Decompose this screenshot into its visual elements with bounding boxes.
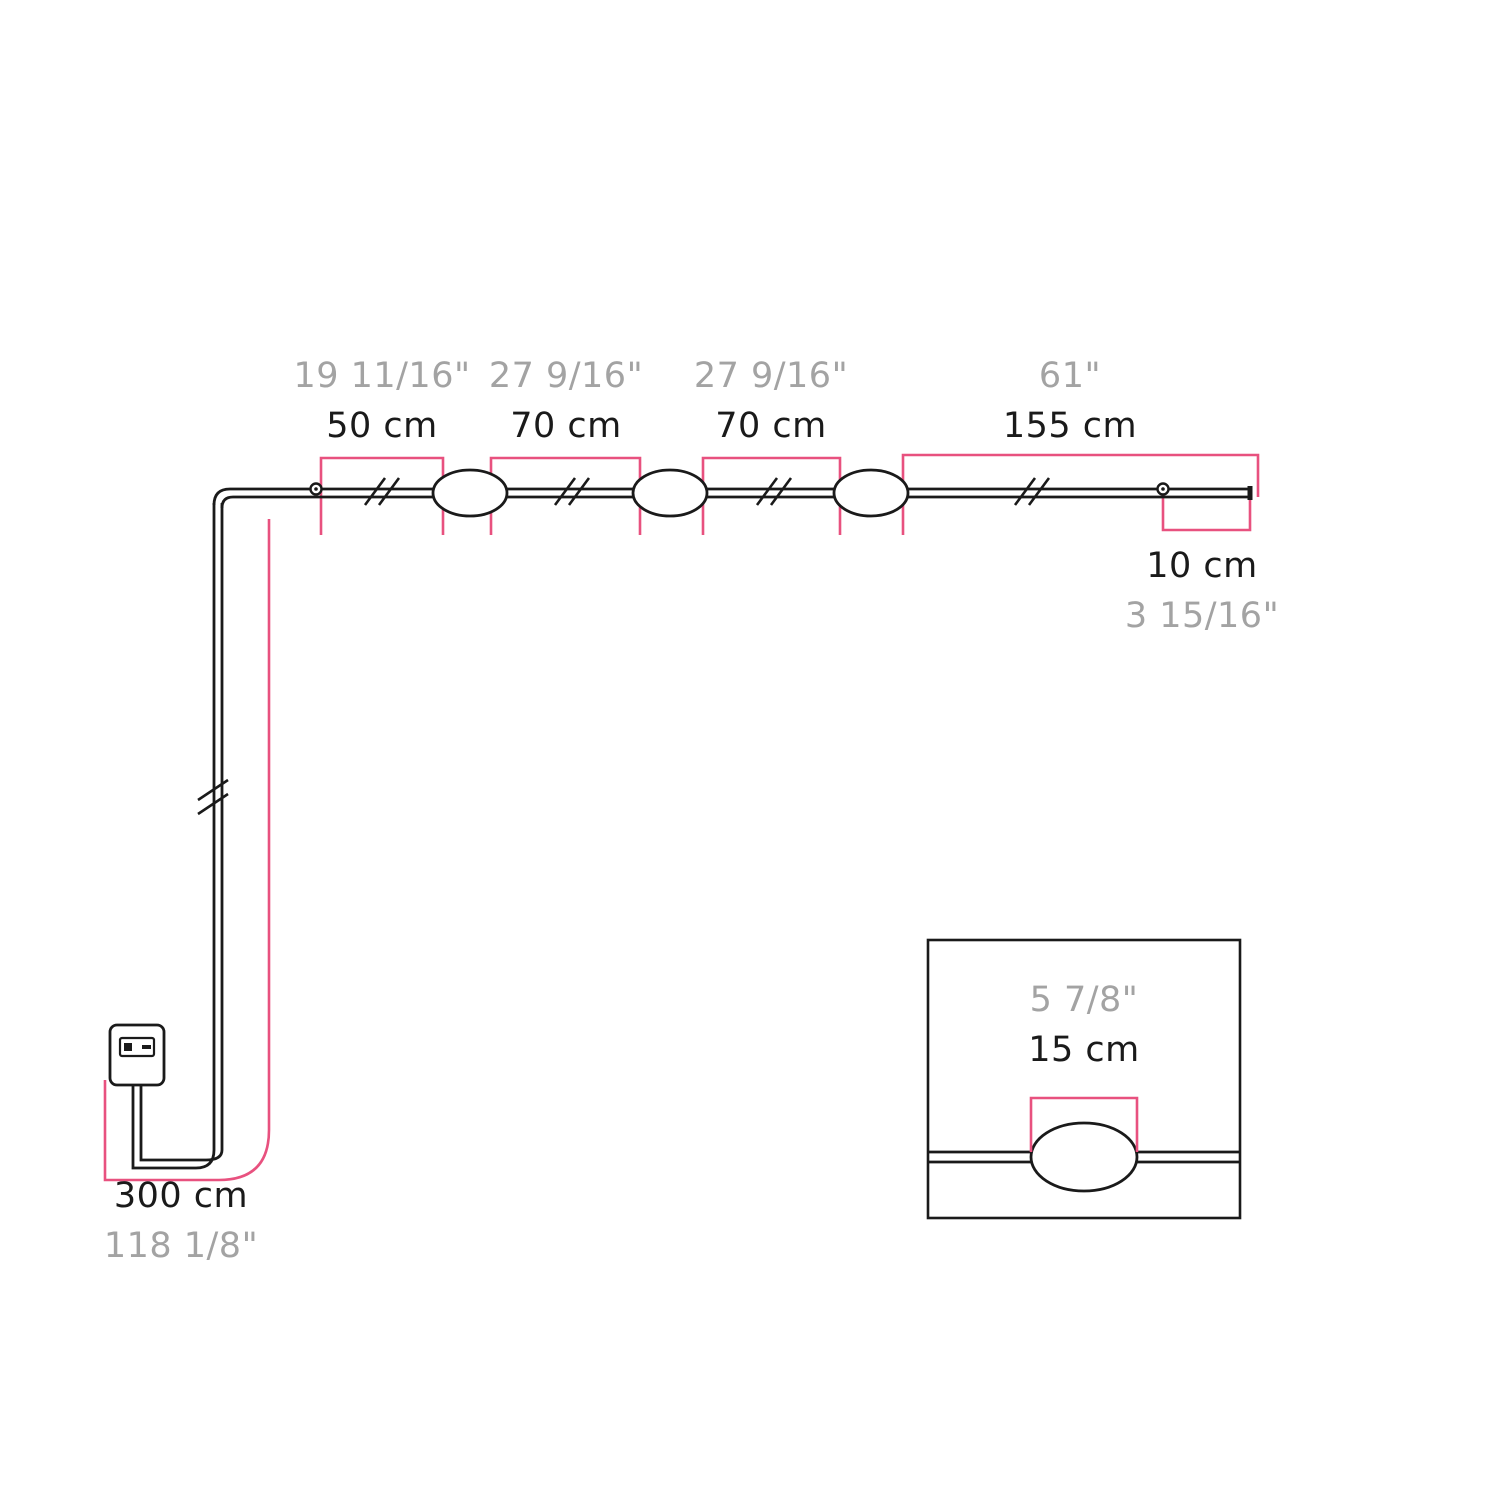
power-plug-icon [108,1023,166,1087]
cable-break-marker-icon-2a [553,477,577,506]
dimension-label-cm-seg-tail: 10 cm [1146,546,1258,586]
cable-break-marker-icon-5b [197,792,229,816]
cable-break-marker-icon-1a [363,477,387,506]
cable-break-marker-icon-2b [567,477,591,506]
dimension-label-cm-seg-3: 70 cm [715,406,827,446]
cable-break-marker-icon-5a [197,778,229,802]
light-bulb-icon-1 [431,468,509,518]
dimension-label-inch-seg-1: 19 11/16" [293,356,471,396]
light-bulb-icon-detail [1029,1121,1139,1193]
dimension-bracket-10cm [1161,490,1252,532]
cable-break-marker-icon-4a [1013,477,1037,506]
light-bulb-icon-3 [832,468,910,518]
detail-inset-box [926,938,1242,1220]
cable-break-markers [197,477,1051,816]
dimension-bracket-15cm [1029,1096,1139,1152]
dimension-label-cm-power-cord: 300 cm [113,1176,249,1216]
light-bulbs [431,468,910,518]
dimension-label-cm-seg-2: 70 cm [510,406,622,446]
dimension-line-power-cord [103,519,271,1182]
dimension-label-cm-seg-4: 155 cm [1002,406,1138,446]
dimension-label-cm-detail: 15 cm [1028,1030,1140,1070]
dimension-label-cm-seg-1: 50 cm [326,406,438,446]
cable-break-marker-icon-1b [377,477,401,506]
dimension-label-inch-detail: 5 7/8" [1029,980,1139,1020]
dimension-label-inch-seg-2: 27 9/16" [488,356,644,396]
cable-break-marker-icon-4b [1027,477,1051,506]
cable-break-marker-icon-3a [755,477,779,506]
dimension-label-inch-seg-tail: 3 15/16" [1124,596,1280,636]
dimension-bracket-155cm [901,453,1260,535]
cable-break-marker-icon-3b [769,477,793,506]
dimension-label-inch-power-cord: 118 1/8" [103,1226,259,1266]
dimension-label-inch-seg-4: 61" [1038,356,1102,396]
dimension-label-inch-seg-3: 27 9/16" [693,356,849,396]
light-bulb-icon-2 [631,468,709,518]
cable-connector-nodes [309,482,1170,496]
